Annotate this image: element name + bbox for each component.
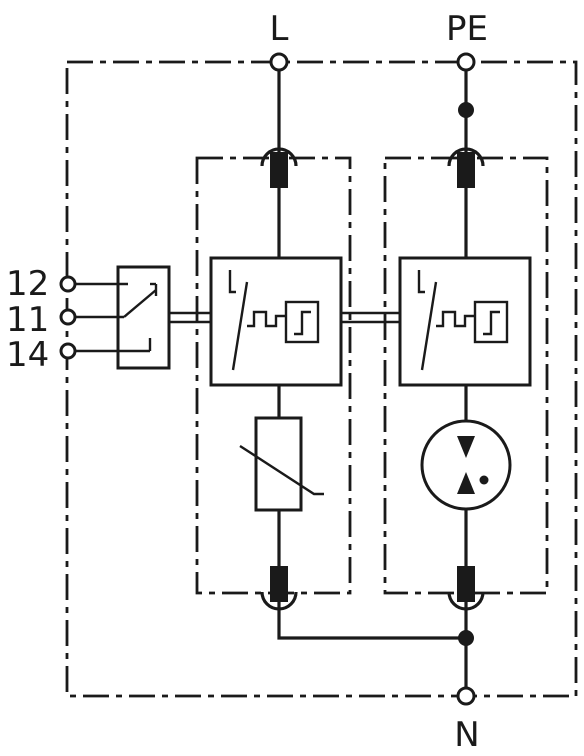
bridge-conductor [277, 605, 466, 640]
terminal-label-n: N [454, 715, 479, 755]
junction-dot-pe [458, 102, 474, 118]
plug-contact-left-bottom-icon [260, 566, 298, 611]
terminal-label-pe: PE [446, 9, 488, 49]
terminal-n-icon [456, 686, 476, 706]
varistor-icon [239, 416, 324, 512]
plug-contact-right-bottom-icon [447, 566, 485, 611]
terminal-label-11: 11 [6, 300, 49, 340]
terminal-12-icon [59, 275, 77, 293]
terminal-l-icon [269, 52, 289, 72]
terminal-pe-icon [456, 52, 476, 72]
plug-contact-left-top-icon [260, 147, 298, 188]
terminal-label-12: 12 [6, 264, 49, 304]
changeover-contact-icon [75, 265, 171, 370]
plug-contact-right-top-icon [447, 147, 485, 188]
terminal-label-14: 14 [6, 335, 49, 375]
terminal-11-icon [59, 308, 77, 326]
terminal-label-l: L [270, 9, 289, 49]
thermal-disconnector-right [398, 256, 532, 387]
terminal-14-icon [59, 342, 77, 360]
spark-gap-icon [420, 419, 512, 511]
thermal-disconnector-left [209, 256, 343, 387]
junction-dot-n [458, 630, 474, 646]
outer-enclosure [65, 60, 578, 698]
